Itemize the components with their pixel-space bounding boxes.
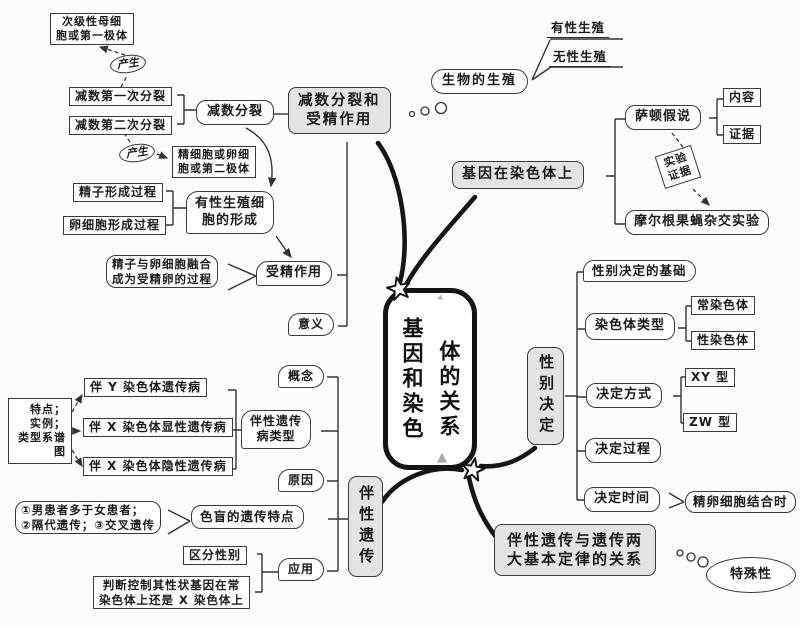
node-morgan-experiment: 摩尔根果蝇杂交实验 [625, 210, 770, 235]
node-fertilization: 受精作用 [256, 261, 333, 286]
node-chromosome-types: 染色体类型 [585, 313, 676, 340]
node-content: 内容 [723, 88, 762, 108]
node-bio-reproduction: 生物的生殖 [431, 69, 529, 94]
node-sex-chromosome: 性染色体 [691, 331, 756, 351]
dashed-connectors [71, 45, 710, 468]
node-meiosis-second: 减数第二次分裂 [69, 116, 173, 136]
node-sex-determination: 性别决定 [527, 347, 564, 445]
node-determination-time: 决定时间 [584, 487, 661, 512]
node-concept: 概念 [278, 365, 325, 389]
node-sutton-hypothesis: 萨顿假说 [625, 105, 702, 130]
node-reason: 原因 [278, 469, 325, 493]
node-meiosis: 减数分裂 [196, 100, 275, 125]
node-zw-type: ZW 型 [683, 413, 738, 433]
node-linkage-and-laws: 伴性遗传与遗传两 大基本定律的关系 [494, 524, 657, 577]
node-sperm-egg-cell: 精细胞或卵细 胞或第二极体 [172, 146, 256, 179]
node-determination-mode: 决定方式 [586, 383, 663, 408]
node-sexual-reproduction: 有性生殖 [547, 20, 610, 38]
node-x-recessive-disease: 伴 X 染色体隐性遗传病 [83, 457, 233, 477]
node-meaning: 意义 [288, 313, 335, 337]
node-color-blind-features-title: 色盲的遗传特点 [191, 505, 304, 529]
node-secondary-cell: 次级性母细 胞或第一极体 [50, 13, 134, 46]
node-xy-type: XY 型 [685, 368, 736, 388]
node-distinguish-sex: 区分性别 [183, 546, 248, 566]
node-x-dominant-disease: 伴 X 染色体显性遗传病 [83, 418, 233, 438]
central-topic-gene-chromosome-relationship: 基因和染色 体的关系 [383, 288, 477, 470]
node-germ-cell-formation: 有性生殖细 胞的形成 [186, 191, 275, 235]
star-icon [386, 276, 412, 302]
node-asexual-reproduction: 无性生殖 [549, 49, 612, 67]
node-color-blind-feature-list: ①男患者多于女患者； ②隔代遗传；③交叉遗传 [15, 501, 161, 535]
node-traits-examples-pedigree: 特点； 实例； 类型系谱图 [8, 398, 72, 465]
node-sex-determination-basis: 性别决定的基础 [583, 260, 696, 282]
central-title-column-2: 体的关系 [436, 340, 461, 440]
node-evidence: 证据 [723, 125, 762, 145]
node-specialness: 特殊性 [706, 557, 796, 593]
node-determination-process: 决定过程 [585, 438, 662, 463]
central-title-column-1: 基因和染色 [400, 316, 424, 442]
node-sex-linkage: 伴性遗传 [348, 476, 383, 577]
node-autosome: 常染色体 [691, 296, 756, 316]
triangle-icon: ▲ [437, 450, 447, 465]
thought-dots [408, 101, 709, 568]
node-y-linked-disease: 伴 Y 染色体遗传病 [84, 378, 208, 398]
node-gene-on-chromosome: 基因在染色体上 [452, 161, 584, 189]
node-fusion-definition: 精子与卵细胞融合 成为受精卵的过程 [106, 255, 218, 289]
node-application: 应用 [278, 558, 325, 582]
node-sperm-egg-combination: 精卵细胞结合时 [685, 491, 796, 513]
node-sperm-formation: 精子形成过程 [73, 183, 164, 203]
thin-connectors [166, 38, 723, 593]
node-egg-formation: 卵细胞形成过程 [63, 216, 167, 236]
star-icon [460, 457, 486, 483]
node-judge-gene-location: 判断控制其性状基因在常 染色体上还是 X 染色体上 [93, 576, 250, 610]
node-meiosis-and-fertilization: 减数分裂和 受精作用 [288, 87, 391, 135]
node-meiosis-first: 减数第一次分裂 [69, 87, 173, 107]
node-linkage-disease-types: 伴性遗传 病类型 [241, 410, 312, 449]
